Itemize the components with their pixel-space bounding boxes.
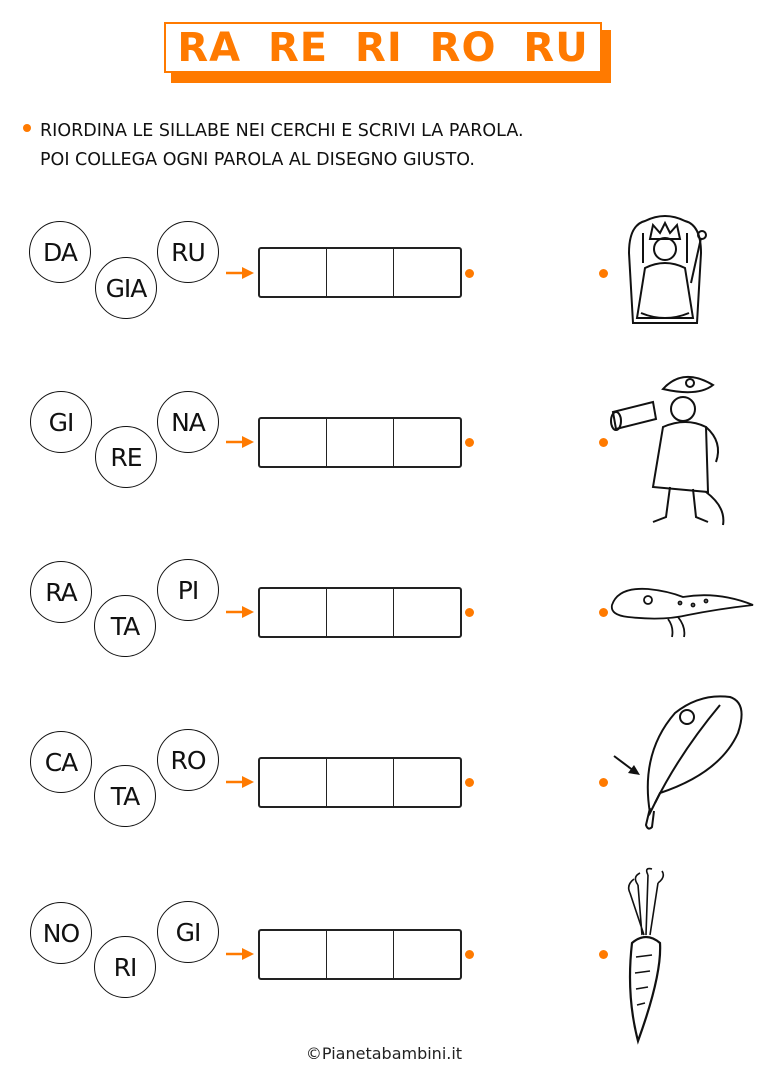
copyright-icon: © — [305, 1044, 322, 1063]
syllable-circle: CA — [30, 731, 92, 793]
exercise-row-3: RA TA PI — [0, 553, 768, 673]
connect-dot-picture[interactable] — [599, 438, 608, 447]
connect-dot-picture[interactable] — [599, 269, 608, 278]
answer-cell[interactable] — [260, 249, 327, 296]
instruction-line-2: POI COLLEGA OGNI PAROLA AL DISEGNO GIUST… — [40, 150, 475, 170]
answer-cell[interactable] — [327, 589, 394, 636]
answer-cell[interactable] — [327, 931, 394, 978]
connect-dot-word[interactable] — [465, 438, 474, 447]
syllable-circle: RA — [30, 561, 92, 623]
syllable-circle: TA — [94, 765, 156, 827]
instruction-line-1: RIORDINA LE SILLABE NEI CERCHI E SCRIVI … — [40, 121, 524, 141]
answer-cell[interactable] — [260, 419, 327, 466]
answer-box[interactable] — [258, 247, 462, 298]
answer-box[interactable] — [258, 929, 462, 980]
connect-dot-word[interactable] — [465, 608, 474, 617]
syllable-circle: DA — [29, 221, 91, 283]
carrot-icon — [627, 867, 665, 1045]
connect-dot-picture[interactable] — [599, 608, 608, 617]
syllable-circle: GI — [157, 901, 219, 963]
queen-on-throne-icon — [627, 215, 707, 324]
page-title: RA RE RI RO RU — [177, 24, 589, 71]
answer-box[interactable] — [258, 587, 462, 638]
answer-cell[interactable] — [327, 249, 394, 296]
syllable-circle: GIA — [95, 257, 157, 319]
exercise-row-4: CA TA RO — [0, 695, 768, 843]
title-box: RA RE RI RO RU — [164, 22, 602, 73]
syllable-circle: NA — [157, 391, 219, 453]
exercise-row-5: NO RI GI — [0, 867, 768, 1045]
pirate-with-telescope-icon — [610, 376, 725, 526]
syllable-circle: TA — [94, 595, 156, 657]
arrow-right-icon — [226, 948, 254, 960]
site-name: Pianetabambini.it — [321, 1044, 463, 1063]
answer-cell[interactable] — [327, 759, 394, 806]
exercise-row-1: DA GIA RU — [0, 213, 768, 333]
exercise-row-2: GI RE NA — [0, 376, 768, 526]
leaf-with-drop-icon — [613, 695, 743, 830]
answer-cell[interactable] — [394, 931, 460, 978]
answer-cell[interactable] — [394, 419, 460, 466]
syllable-circle: RE — [95, 426, 157, 488]
connect-dot-word[interactable] — [465, 778, 474, 787]
answer-cell[interactable] — [394, 589, 460, 636]
connect-dot-picture[interactable] — [599, 778, 608, 787]
answer-cell[interactable] — [260, 759, 327, 806]
arrow-right-icon — [226, 606, 254, 618]
bullet-icon — [23, 124, 31, 132]
answer-cell[interactable] — [327, 419, 394, 466]
connect-dot-word[interactable] — [465, 950, 474, 959]
arrow-right-icon — [226, 776, 254, 788]
syllable-circle: NO — [30, 902, 92, 964]
answer-cell[interactable] — [394, 249, 460, 296]
answer-box[interactable] — [258, 417, 462, 468]
answer-cell[interactable] — [260, 589, 327, 636]
syllable-circle: RI — [94, 936, 156, 998]
syllable-circle: RO — [157, 729, 219, 791]
footer-credit: ©Pianetabambini.it — [0, 1044, 768, 1063]
arrow-right-icon — [226, 436, 254, 448]
tadpole-icon — [610, 587, 754, 638]
syllable-circle: RU — [157, 221, 219, 283]
instructions: RIORDINA LE SILLABE NEI CERCHI E SCRIVI … — [40, 117, 524, 175]
connect-dot-word[interactable] — [465, 269, 474, 278]
arrow-right-icon — [226, 267, 254, 279]
syllable-circle: GI — [30, 391, 92, 453]
connect-dot-picture[interactable] — [599, 950, 608, 959]
answer-cell[interactable] — [394, 759, 460, 806]
syllable-circle: PI — [157, 559, 219, 621]
answer-box[interactable] — [258, 757, 462, 808]
answer-cell[interactable] — [260, 931, 327, 978]
